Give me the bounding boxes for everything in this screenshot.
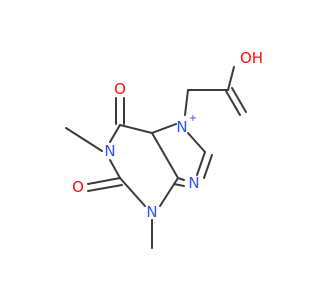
bond-c8-n9-b <box>203 154 213 179</box>
bond-c2-o-b <box>87 184 123 192</box>
bond-carboxyl-oh <box>227 66 235 91</box>
atom-carbonyl-top: O <box>114 80 126 98</box>
bond-carboxyl-o-double-a <box>225 90 241 116</box>
bond-n1-methyl <box>65 127 103 152</box>
bond-c6-c5 <box>119 124 153 134</box>
bond-n1-c2 <box>109 159 121 179</box>
atom-n-left: N <box>104 142 115 160</box>
atom-n-charged: N <box>176 118 187 136</box>
charge-plus: + <box>189 113 197 124</box>
atom-carbonyl-left: O <box>72 178 84 196</box>
bond-n9-c4-b <box>173 183 185 187</box>
bond-carboxyl-o-double-b <box>231 87 247 113</box>
molecule-diagram: O OH O O N + N N N <box>65 49 263 249</box>
atom-n-imidazole: N <box>188 174 199 192</box>
bond-c4-c5 <box>151 132 179 179</box>
bond-ch2-n7 <box>184 89 189 116</box>
bond-c5-n7 <box>151 123 177 134</box>
bond-n9-c4-a <box>177 177 185 181</box>
bond-c2-o-a <box>87 177 121 185</box>
bond-c2-n3 <box>119 177 146 207</box>
atom-n-bottom: N <box>146 203 157 221</box>
atom-hydroxyl: OH <box>240 49 263 67</box>
bonds <box>65 66 247 249</box>
bond-n3-c4 <box>159 177 179 207</box>
bond-c6-n1 <box>109 124 121 143</box>
structure-drawing: O OH O O N + N N N <box>65 49 263 249</box>
bond-c8-n9-a <box>196 151 206 176</box>
bond-n7-c8 <box>187 132 206 153</box>
